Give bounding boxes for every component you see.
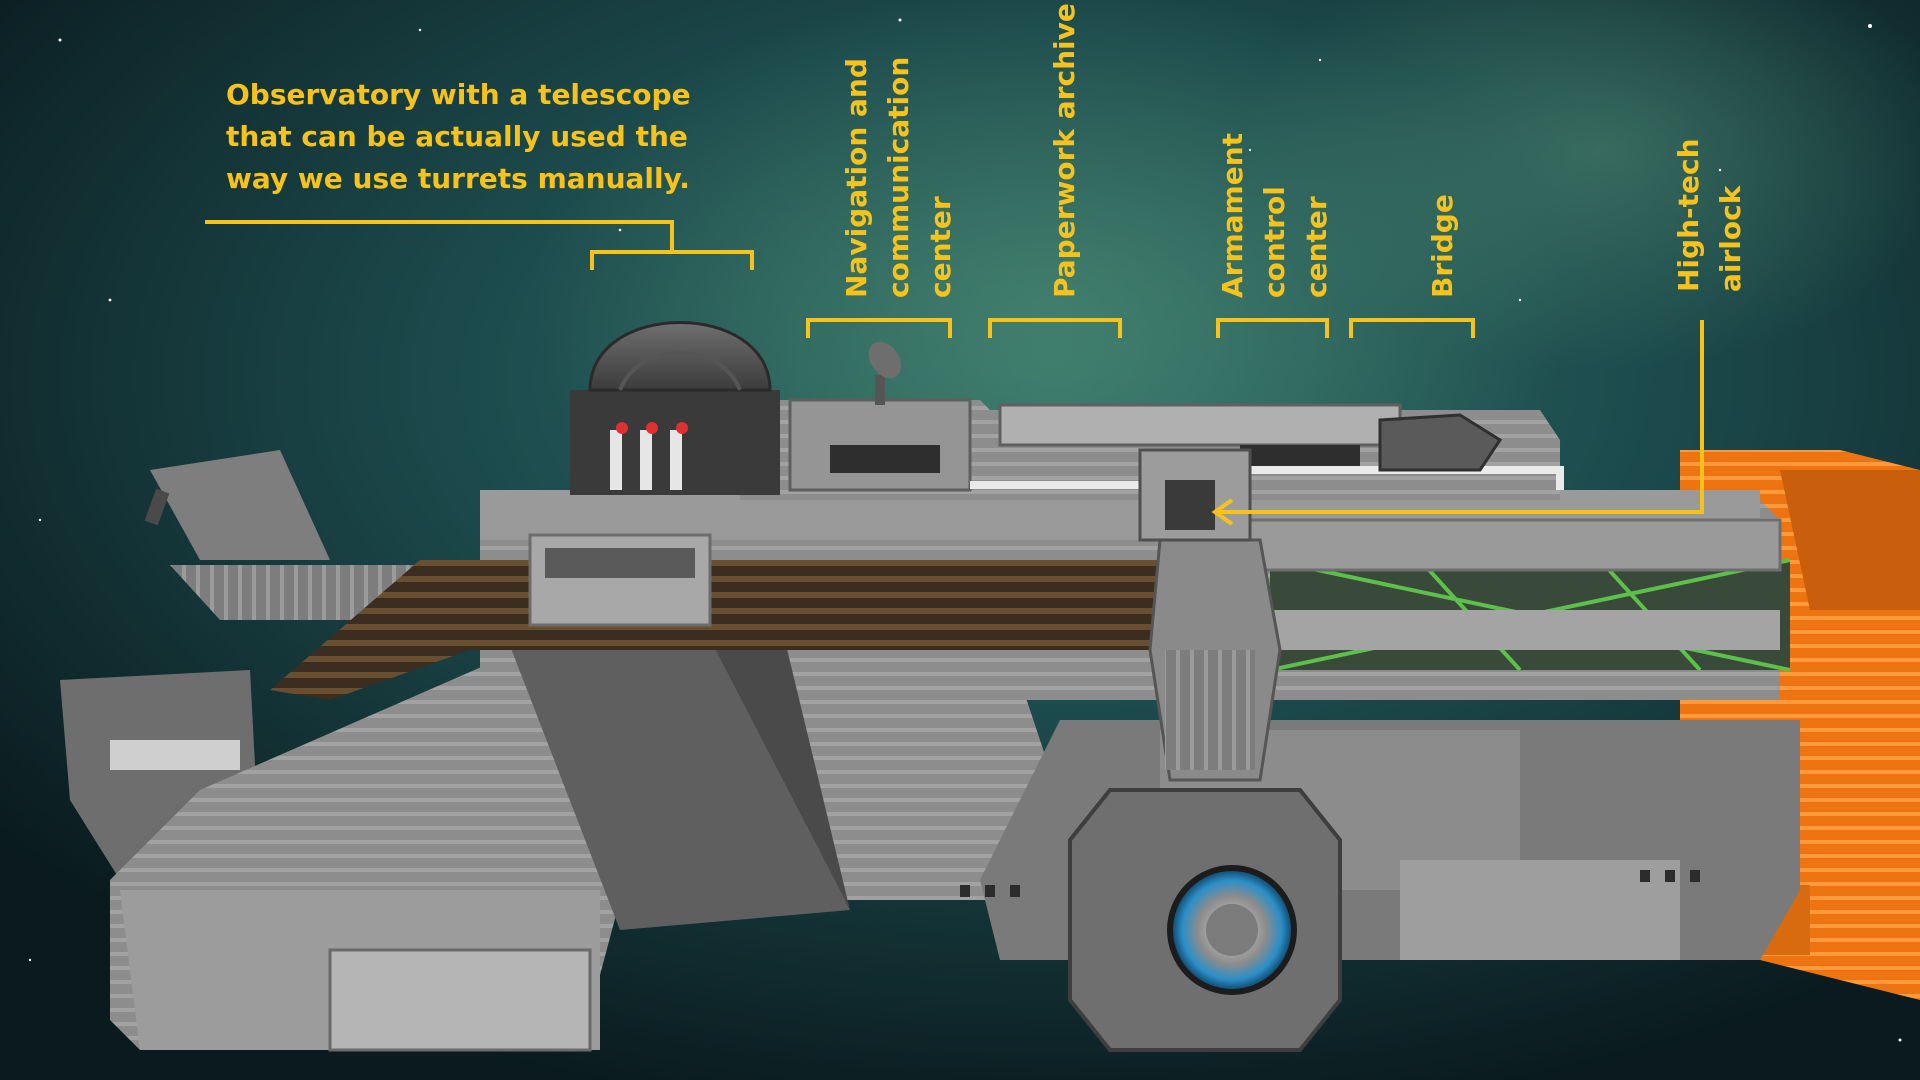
annotation-line: airlock	[1714, 185, 1747, 292]
annotation-paperwork: Paperwork archive	[1044, 3, 1086, 298]
annotation-line: Bridge	[1426, 194, 1459, 298]
ship-hull	[60, 321, 1800, 1052]
annotation-airlock: High-tech airlock	[1668, 138, 1752, 292]
antenna-dish	[868, 341, 902, 405]
annotation-line: Navigation and	[840, 58, 873, 298]
nebula-cloud-2	[1240, 0, 1920, 370]
annotation-line: Observatory with a telescope	[226, 78, 691, 111]
annotation-line: way we use turrets manually.	[226, 162, 690, 195]
annotation-line: that can be actually used the	[226, 120, 688, 153]
annotation-line: High-tech	[1672, 138, 1705, 292]
annotation-bridge: Bridge	[1422, 194, 1464, 298]
annotation-line: center	[924, 196, 957, 298]
annotation-armament: Armament control center	[1212, 133, 1338, 298]
annotation-line: Paperwork archive	[1048, 3, 1081, 298]
annotation-line: Armament	[1216, 132, 1249, 298]
annotation-brackets	[205, 220, 1704, 526]
annotation-line: communication	[882, 56, 915, 298]
annotation-navigation: Navigation and communication center	[836, 57, 962, 298]
annotation-line: control	[1258, 186, 1291, 298]
observatory-dome	[570, 321, 780, 495]
annotation-line: center	[1300, 196, 1333, 298]
annotation-observatory: Observatory with a telescope that can be…	[226, 74, 691, 200]
